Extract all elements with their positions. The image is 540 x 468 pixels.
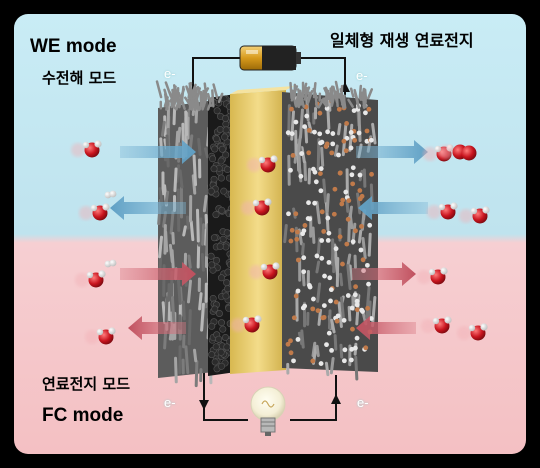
electrolysis-mode-label: 수전해 모드	[42, 69, 117, 87]
water-molecule-icon	[247, 155, 278, 173]
electron-label-bottom-right: e-	[357, 395, 369, 410]
right-electrode	[282, 92, 378, 381]
water-molecule-icon	[85, 327, 116, 345]
hydrogen-molecule-icon	[104, 190, 117, 199]
water-molecule-icon	[241, 198, 272, 216]
hydrogen-molecule-icon	[104, 259, 117, 268]
arrow-in-top-right	[358, 196, 428, 220]
arrow-out-top-left	[110, 196, 186, 220]
arrow-out-bottom-left	[128, 316, 186, 340]
battery-icon	[239, 45, 301, 71]
water-molecule-icon	[231, 315, 262, 333]
arrow-in-top-left	[120, 140, 196, 164]
diagram-title: 일체형 재생 연료전지	[330, 31, 474, 50]
water-molecule-icon	[79, 203, 110, 221]
water-molecule-icon	[417, 267, 448, 285]
arrow-in-bottom-left	[120, 262, 196, 286]
arrow-in-bottom-right	[356, 316, 416, 340]
water-molecule-icon	[71, 140, 102, 158]
water-molecule-icon	[439, 144, 477, 161]
water-molecule-icon	[459, 206, 490, 224]
left-electrode	[157, 100, 215, 388]
we-mode-label: WE mode	[30, 36, 117, 57]
bottom-circuit	[203, 372, 337, 421]
flow-arrows	[110, 140, 428, 340]
arrow-out-top-right	[356, 140, 428, 164]
fc-mode-label: FC mode	[42, 405, 124, 426]
electron-label-top-left: e-	[164, 66, 176, 81]
light-bulb-icon	[250, 386, 286, 436]
water-molecule-icon	[457, 323, 488, 341]
water-molecule-icon	[75, 270, 106, 288]
water-molecule-icon	[249, 262, 280, 280]
electron-label-top-right: e-	[356, 68, 368, 83]
water-molecule-icon	[427, 202, 458, 220]
electron-label-bottom-left: e-	[164, 395, 176, 410]
fuel-cell-mode-label: 연료전지 모드	[42, 375, 131, 393]
water-molecules	[71, 140, 490, 345]
arrow-out-bottom-right	[352, 262, 416, 286]
water-molecule-icon	[421, 316, 452, 334]
